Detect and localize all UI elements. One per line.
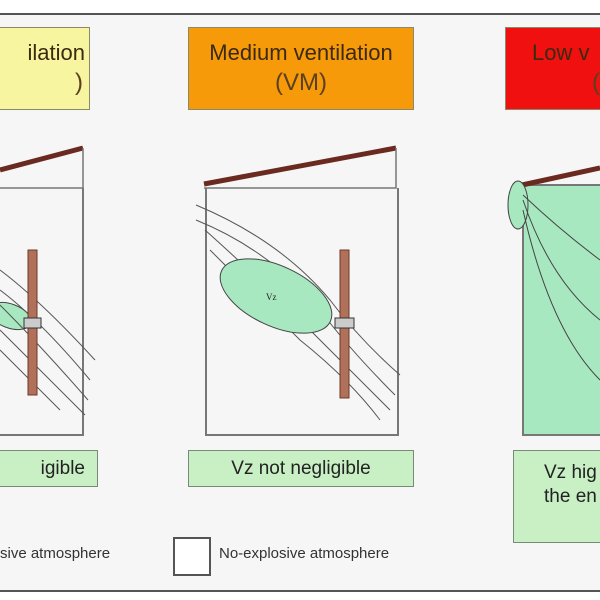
low-ventilation-header: Low v ( (505, 27, 600, 110)
status-text: Vz not negligible (231, 458, 371, 479)
medium-ventilation-building: Vz (195, 145, 401, 436)
header-title: ilation (27, 40, 85, 65)
status-text: igible (40, 458, 85, 479)
legend-no-explosive-label: No-explosive atmosphere (219, 545, 390, 562)
zone-label: Vz (266, 292, 277, 302)
status-text-line1: Vz hig (544, 462, 597, 483)
status-text-line2: the en (544, 486, 597, 507)
header-title: Low v (532, 40, 590, 65)
header-code: ( (592, 69, 600, 96)
header-code: (VM) (275, 69, 327, 96)
high-ventilation-building (0, 145, 96, 436)
high-ventilation-header: ilation ) (0, 27, 90, 110)
legend-explosive-label: sive atmosphere (0, 545, 111, 562)
low-ventilation-status: Vz hig the en (513, 450, 600, 543)
header-title: Medium ventilation (209, 40, 393, 65)
header-code: ) (75, 69, 83, 96)
legend-no-explosive-swatch (173, 537, 211, 576)
high-ventilation-status: igible (0, 450, 98, 487)
medium-ventilation-status: Vz not negligible (188, 450, 414, 487)
medium-ventilation-header: Medium ventilation (VM) (188, 27, 414, 110)
low-ventilation-building (507, 165, 600, 436)
